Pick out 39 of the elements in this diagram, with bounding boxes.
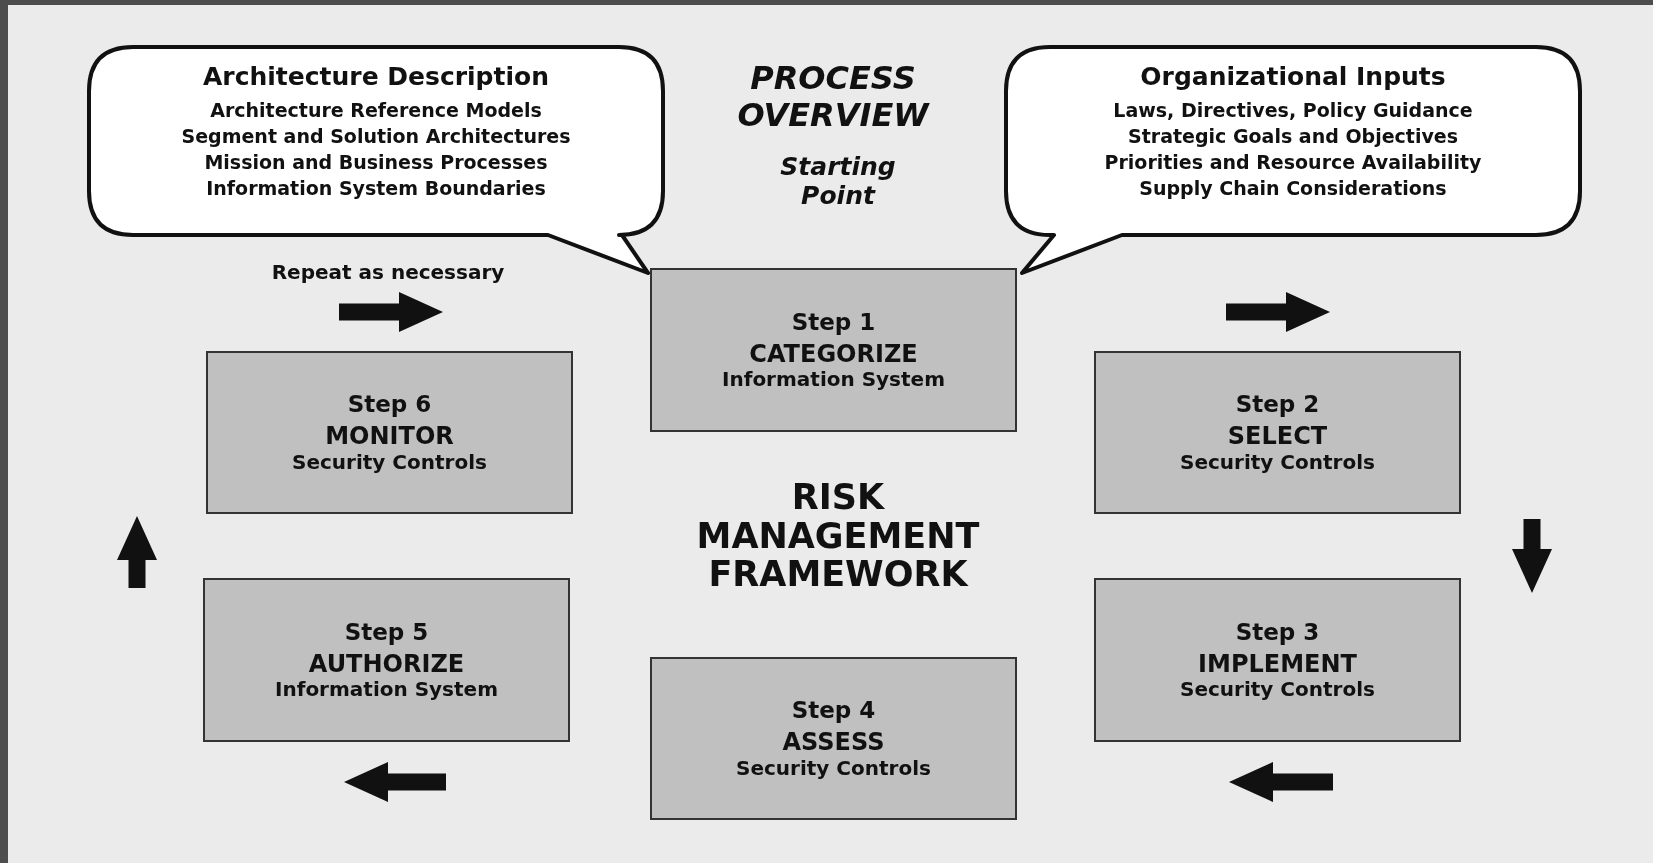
step-title: MONITOR	[325, 423, 454, 450]
repeat-note: Repeat as necessary	[270, 260, 506, 284]
step-box	[206, 351, 573, 514]
step-title: SELECT	[1227, 423, 1328, 450]
step-box	[1094, 351, 1461, 514]
step-number: Step 2	[1235, 391, 1320, 418]
step-box	[1094, 578, 1461, 742]
step-subtitle: Security Controls	[1180, 677, 1375, 702]
step-subtitle: Security Controls	[292, 449, 487, 474]
step-title: ASSESS	[782, 729, 885, 756]
speech-bubble	[1003, 44, 1583, 275]
step-number: Step 5	[344, 618, 429, 645]
step-number: Step 6	[347, 391, 432, 418]
step-subtitle: Security Controls	[736, 755, 931, 780]
step-subtitle: Information System	[275, 677, 498, 702]
callout-item: Laws, Directives, Policy Guidance	[1113, 98, 1473, 123]
step-number: Step 4	[791, 697, 876, 724]
callout-item: Information System Boundaries	[206, 176, 546, 201]
step-title: CATEGORIZE	[749, 340, 918, 368]
center-title: RISK MANAGEMENT FRAMEWORK	[695, 478, 981, 594]
callout-item: Strategic Goals and Objectives	[1128, 124, 1458, 149]
callout-item: Priorities and Resource Availability	[1104, 150, 1482, 175]
step-title: AUTHORIZE	[308, 650, 465, 678]
step-title: IMPLEMENT	[1198, 650, 1357, 678]
callout-item: Mission and Business Processes	[204, 150, 548, 175]
step-subtitle: Information System	[722, 367, 945, 392]
step-number: Step 1	[791, 308, 876, 335]
callout-item: Architecture Reference Models	[210, 98, 542, 123]
diagram-heading: PROCESS OVERVIEW	[736, 60, 931, 134]
callout-item: Segment and Solution Architectures	[181, 124, 571, 149]
step-box	[650, 657, 1017, 820]
step-box	[203, 578, 570, 742]
step-number: Step 3	[1235, 618, 1320, 645]
start-note: Starting Point	[779, 153, 897, 211]
callout-heading: Organizational Inputs	[1140, 62, 1446, 91]
step-box	[650, 268, 1017, 432]
callout-item: Supply Chain Considerations	[1139, 176, 1447, 201]
callout-heading: Architecture Description	[203, 62, 549, 91]
step-subtitle: Security Controls	[1180, 449, 1375, 474]
